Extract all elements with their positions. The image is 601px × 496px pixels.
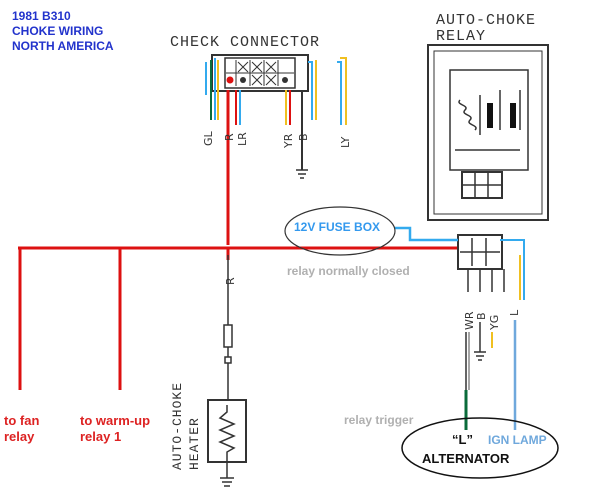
connector-red-pin bbox=[226, 76, 234, 84]
relay-wire-label-wr: WR bbox=[463, 311, 476, 330]
red-bus-wire bbox=[18, 246, 458, 390]
check-connector-title: CHECK CONNECTOR bbox=[170, 34, 320, 51]
alternator-l-terminal: “L” bbox=[452, 432, 473, 447]
header-line-2: CHOKE WIRING bbox=[12, 24, 103, 38]
heater-title-line-1: AUTO-CHOKE bbox=[170, 382, 185, 470]
relay-normally-closed-label: relay normally closed bbox=[287, 264, 410, 278]
to-warmup-label-line-2: relay 1 bbox=[80, 429, 121, 444]
relay-output-wires bbox=[464, 320, 517, 430]
wire-label-lr: LR bbox=[236, 132, 249, 146]
relay-trigger-label: relay trigger bbox=[344, 413, 414, 427]
connector-wires bbox=[205, 57, 347, 245]
alternator-label: ALTERNATOR bbox=[422, 451, 510, 466]
wire-label-yr: YR bbox=[282, 133, 295, 149]
relay-title-line-2: RELAY bbox=[436, 28, 486, 45]
fuse-box-label: 12V FUSE BOX bbox=[294, 220, 380, 234]
ign-lamp-label: IGN LAMP bbox=[488, 433, 547, 447]
relay-connector bbox=[457, 234, 505, 292]
heater-lead bbox=[223, 255, 233, 400]
fuse-box-callout bbox=[284, 206, 396, 256]
header-line-3: NORTH AMERICA bbox=[12, 39, 114, 53]
alternator-callout bbox=[401, 417, 559, 479]
wire-label-b: B bbox=[297, 133, 310, 141]
to-fan-label-line-2: relay bbox=[4, 429, 35, 444]
header-line-1: 1981 B310 bbox=[12, 9, 71, 23]
wire-label-ly: LY bbox=[339, 136, 352, 148]
relay-wire-label-b: B bbox=[475, 312, 488, 320]
wire-label-gl: GL bbox=[202, 130, 215, 146]
wire-label-r: R bbox=[223, 133, 236, 141]
relay-title-line-1: AUTO-CHOKE bbox=[436, 12, 536, 29]
heater-title-line-2: HEATER bbox=[187, 417, 202, 470]
to-warmup-label-line-1: to warm-up bbox=[80, 413, 150, 428]
check-connector bbox=[211, 54, 309, 92]
auto-choke-heater bbox=[207, 399, 247, 487]
relay-wire-label-yg: YG bbox=[488, 315, 501, 331]
heater-wire-label-r: R bbox=[224, 277, 237, 285]
fuse-box-wire bbox=[395, 226, 458, 242]
relay-wire-label-l: L bbox=[508, 309, 521, 316]
to-fan-label-line-1: to fan bbox=[4, 413, 39, 428]
auto-choke-relay bbox=[427, 44, 549, 221]
